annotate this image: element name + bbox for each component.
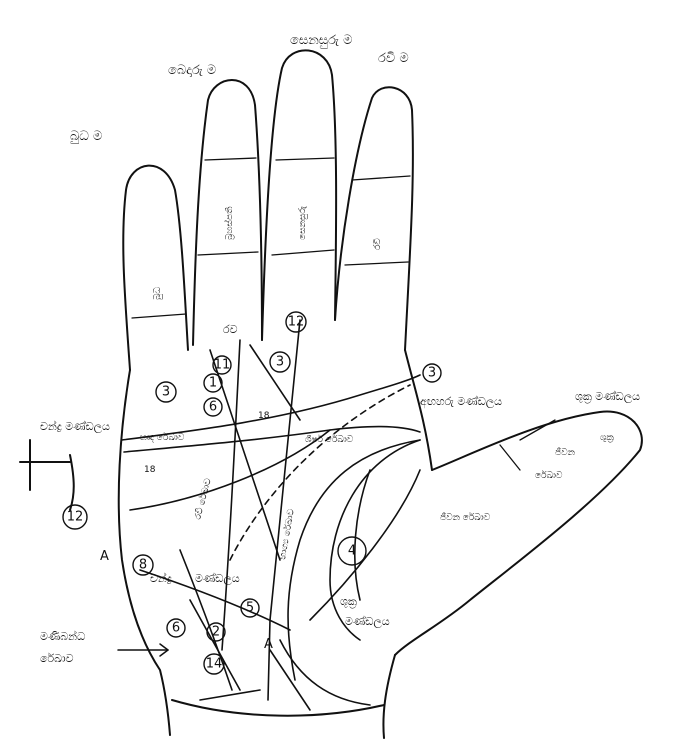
label-wrist-b: රේඛාව: [40, 651, 74, 665]
label-outer-left-mount: චන්ද්‍ර මණ්ඩලය: [40, 419, 110, 434]
finger-label-middle: සෙනසුරු: [298, 206, 308, 240]
circle-num: 3: [276, 355, 284, 370]
circle-num: 11: [214, 358, 231, 373]
label-bottom-left-b: මණ්ඩලය: [195, 571, 240, 586]
finger-label-ring: රවි: [372, 238, 383, 250]
hand-outline: [117, 49, 643, 739]
point-a-bottom: A: [264, 637, 273, 652]
circle-num: 12: [288, 315, 305, 330]
label-thumb-mid: රේඛාව: [535, 470, 563, 481]
circle-num: 1: [209, 376, 217, 391]
label-top-middle: සෙනසුරු ම: [290, 33, 352, 48]
finger-label-little: බුධ: [153, 287, 163, 301]
label-left-little: බුධ ම: [70, 129, 102, 144]
circle-num: 3: [428, 366, 436, 381]
label-head-line: ශීර්ෂ රේඛාව: [305, 434, 354, 445]
circle-num: 14: [206, 657, 223, 672]
point-a-left: A: [100, 549, 109, 564]
label-bottom-left-a: චන්ද්‍ර: [150, 571, 172, 585]
label-18b: 18: [144, 465, 156, 475]
circle-num: 4: [348, 544, 356, 559]
circle-num: 12: [67, 510, 84, 525]
label-heart-line: හෘද රේඛාව: [140, 432, 185, 443]
label-life-line: ජීවන රේඛාව: [440, 512, 491, 523]
finger-label-thumb: ශුක්‍ර: [600, 433, 614, 443]
label-thumb-top: ජීවන: [555, 447, 575, 458]
label-top-left-middle: බෙදාරු ම: [168, 63, 216, 78]
circle-num: 6: [172, 621, 180, 636]
palm-lines: [121, 319, 421, 711]
label-rav: රව: [223, 323, 238, 336]
circled-numbers: [62, 311, 442, 675]
labels: සෙනසුරු ම බෙදාරු ම රවි ම බුධ ම චන්ද්‍ර ම…: [40, 33, 640, 665]
label-18a: 18: [258, 411, 270, 421]
label-venus-b: මණ්ඩලය: [345, 614, 390, 629]
label-venus-a: ශුක්‍ර: [340, 595, 357, 608]
label-wrist-a: මණිබන්ධ: [40, 629, 85, 643]
side-marker: [19, 439, 75, 511]
circle-num: 5: [246, 601, 254, 616]
label-sun-line: රවි රේඛාව: [192, 477, 214, 521]
finger-creases: [131, 157, 556, 471]
circle-num: 3: [162, 385, 170, 400]
circled-number-labels: 12 3 3 1 6 3 12 8 6 5 2 14 4 11: [67, 315, 436, 672]
circle-num: 2: [212, 625, 220, 640]
circle-num: 8: [139, 558, 147, 573]
label-right-upper-mount: අඟහරු මණ්ඩලය: [420, 394, 502, 409]
label-top-ring: රවි ම: [378, 51, 409, 66]
wrist-arrow: [117, 643, 169, 657]
finger-label-index: බ්‍රහස්පති: [224, 206, 235, 241]
label-far-right-mount: ශුක්‍ර මණ්ඩලය: [575, 389, 640, 404]
circle-num: 6: [209, 400, 217, 415]
